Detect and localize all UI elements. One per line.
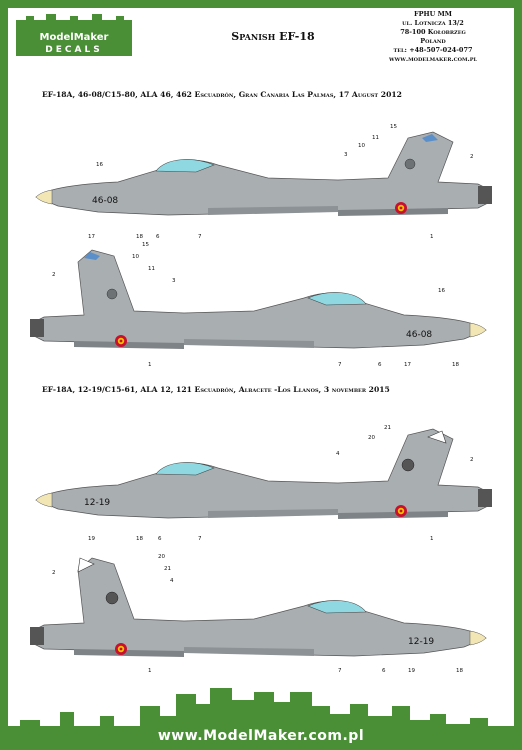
callout-number: 18 xyxy=(452,362,459,368)
callout-number: 17 xyxy=(404,362,411,368)
callout-number: 18 xyxy=(136,234,143,240)
callout-numbers: 20 21 2 4 1 7 6 19 18 xyxy=(52,554,463,674)
callout-number: 16 xyxy=(438,288,445,294)
callout-number: 20 xyxy=(158,554,165,560)
sheet-title: Spanish EF-18 xyxy=(231,30,315,43)
callout-number: 18 xyxy=(456,668,463,674)
aircraft-side-view: 12-19 xyxy=(35,428,492,519)
callout-number: 2 xyxy=(470,154,474,160)
callout-number: 11 xyxy=(148,266,155,272)
callout-number: 7 xyxy=(198,234,202,240)
address-block: FPHU MM ul. Lotnicza 13/2 78-100 Kołobrz… xyxy=(358,10,508,64)
callout-number: 20 xyxy=(368,435,375,441)
sheet-panel: ModelMaker DECALS Spanish EF-18 FPHU MM … xyxy=(8,8,514,726)
callout-number: 15 xyxy=(390,124,397,130)
callout-number: 17 xyxy=(88,234,95,240)
aircraft-code: 46-08 xyxy=(92,196,118,206)
callout-number: 21 xyxy=(384,425,391,431)
callout-numbers: 15 11 10 3 2 16 17 18 6 7 1 xyxy=(88,124,474,240)
callout-number: 4 xyxy=(336,451,340,457)
address-line: www.modelmaker.com.pl xyxy=(388,55,478,63)
callout-number: 1 xyxy=(148,362,152,368)
callout-number: 7 xyxy=(338,668,342,674)
aircraft-code: 12-19 xyxy=(408,637,434,647)
aircraft-12-19-left-view: 12-19 21 20 4 2 19 18 6 7 1 xyxy=(35,425,492,542)
callout-number: 3 xyxy=(344,152,348,158)
callout-number: 15 xyxy=(142,242,149,248)
aircraft-code: 12-19 xyxy=(84,498,110,508)
address-line: 78-100 Kołobrzeg xyxy=(400,28,466,36)
callout-numbers: 21 20 4 2 19 18 6 7 1 xyxy=(88,425,474,542)
callout-number: 19 xyxy=(408,668,415,674)
callout-number: 7 xyxy=(198,536,202,542)
callout-number: 6 xyxy=(156,234,160,240)
callout-number: 1 xyxy=(148,668,152,674)
callout-number: 21 xyxy=(164,566,171,572)
aircraft-46-08-right-view: 46-08 15 10 11 2 3 16 1 7 6 17 18 xyxy=(30,242,487,368)
callout-number: 6 xyxy=(378,362,382,368)
callout-number: 11 xyxy=(372,135,379,141)
aircraft-code: 46-08 xyxy=(406,330,432,340)
website-url: www.ModelMaker.com.pl xyxy=(157,728,365,744)
section2-heading: EF-18A, 12-19/C15-61, ALA 12, 121 Escuad… xyxy=(42,385,390,394)
callout-numbers: 15 10 11 2 3 16 1 7 6 17 18 xyxy=(52,242,459,368)
callout-number: 16 xyxy=(96,162,103,168)
logo-bottom-text: DECALS xyxy=(45,45,102,55)
aircraft-46-08-left-view: 46-08 15 11 10 3 2 16 17 18 6 7 1 xyxy=(35,124,492,240)
aircraft-side-view: 46-08 xyxy=(35,131,492,216)
callout-number: 10 xyxy=(358,143,365,149)
callout-number: 19 xyxy=(88,536,95,542)
aircraft-side-view: 12-19 xyxy=(30,557,487,657)
callout-number: 2 xyxy=(52,272,56,278)
callout-number: 4 xyxy=(170,578,174,584)
logo-top-text: ModelMaker xyxy=(40,32,109,43)
callout-number: 2 xyxy=(52,570,56,576)
callout-number: 18 xyxy=(136,536,143,542)
callout-number: 7 xyxy=(338,362,342,368)
callout-number: 1 xyxy=(430,234,434,240)
callout-number: 3 xyxy=(172,278,176,284)
section1-heading: EF-18A, 46-08/C15-80, ALA 46, 462 Escuad… xyxy=(42,90,402,99)
aircraft-12-19-right-view: 12-19 20 21 2 4 1 7 6 19 18 xyxy=(30,554,487,674)
address-line: Poland xyxy=(420,37,446,45)
callout-number: 6 xyxy=(158,536,162,542)
callout-number: 6 xyxy=(382,668,386,674)
callout-number: 1 xyxy=(430,536,434,542)
callout-number: 2 xyxy=(470,457,474,463)
address-line: FPHU MM xyxy=(414,10,452,18)
address-line: ul. Lotnicza 13/2 xyxy=(402,19,464,27)
modelmaker-logo: ModelMaker DECALS xyxy=(16,14,132,56)
castle-wall-footer xyxy=(0,688,522,750)
aircraft-side-view: 46-08 xyxy=(30,249,487,349)
callout-number: 10 xyxy=(132,254,139,260)
address-line: tel: +48-507-024-077 xyxy=(393,46,473,54)
